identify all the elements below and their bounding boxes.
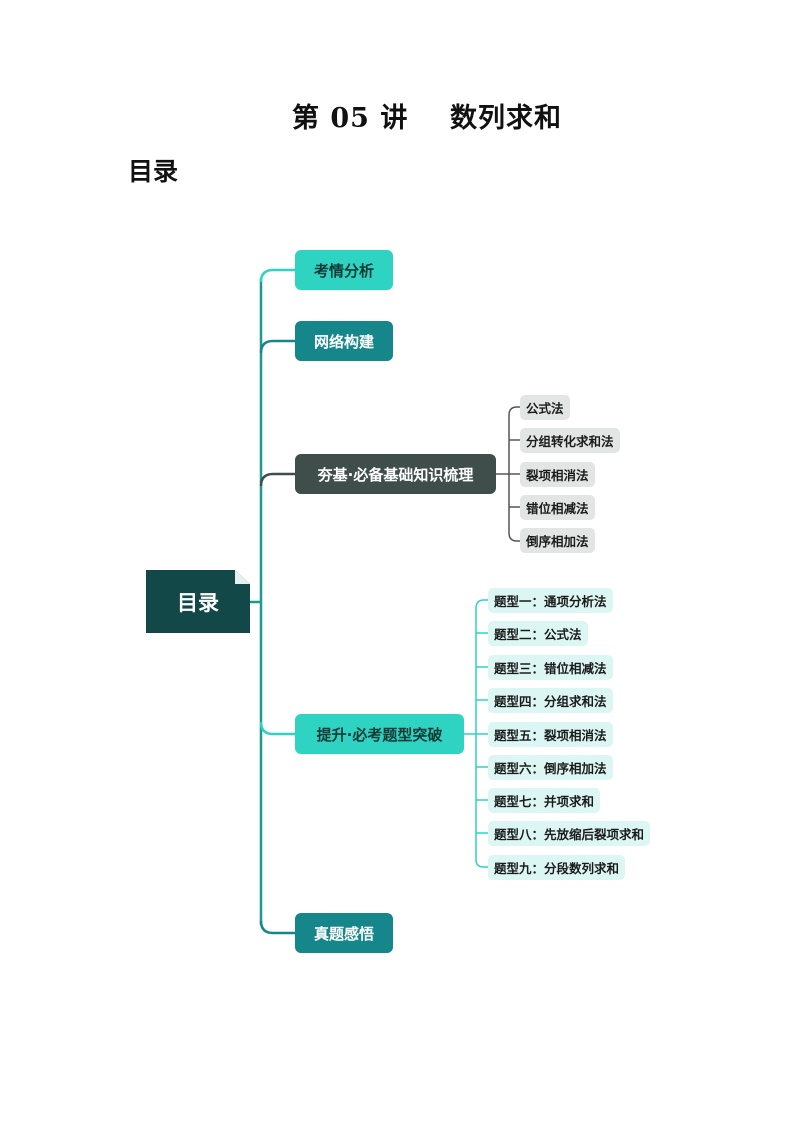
leaf-reverse-addition[interactable]: 倒序相加法 xyxy=(520,528,595,553)
branch-connector-1 xyxy=(259,268,295,283)
leaf-type-7[interactable]: 题型七：并项求和 xyxy=(488,788,601,813)
leaf-type-9[interactable]: 题型九：分段数列求和 xyxy=(488,855,626,880)
branch-connector-5 xyxy=(259,920,295,935)
branch-basic-knowledge[interactable]: 夯基·必备基础知识梳理 xyxy=(295,454,496,494)
branch-problem-types[interactable]: 提升·必考题型突破 xyxy=(295,714,464,754)
branch-exam-analysis[interactable]: 考情分析 xyxy=(295,250,393,290)
branch-connector-3 xyxy=(259,472,295,487)
branch-network-construction[interactable]: 网络构建 xyxy=(295,321,393,361)
branch-connector-4 xyxy=(259,721,295,736)
leaf-formula-method[interactable]: 公式法 xyxy=(520,395,570,420)
leaf-telescoping-method[interactable]: 裂项相消法 xyxy=(520,462,595,487)
branch-connector-2 xyxy=(259,339,295,354)
page-title: 第 05 讲 数列求和 xyxy=(292,103,562,134)
mindmap-root: 目录 xyxy=(146,570,250,633)
leaf-type-1[interactable]: 题型一：通项分析法 xyxy=(488,588,613,613)
group3-leaf-1 xyxy=(508,406,520,416)
leaf-type-3[interactable]: 题型三：错位相减法 xyxy=(488,655,613,680)
group3-leaf-5 xyxy=(508,532,520,542)
group4-leaf-1 xyxy=(475,599,488,609)
leaf-type-2[interactable]: 题型二：公式法 xyxy=(488,621,588,646)
group4-leaf-9 xyxy=(475,859,488,868)
leaf-shifted-subtraction[interactable]: 错位相减法 xyxy=(520,495,595,520)
toc-heading: 目录 xyxy=(128,157,179,186)
leaf-type-8[interactable]: 题型八：先放缩后裂项求和 xyxy=(488,821,651,846)
leaf-type-6[interactable]: 题型六：倒序相加法 xyxy=(488,755,613,780)
branch-real-exam[interactable]: 真题感悟 xyxy=(295,913,393,953)
leaf-type-4[interactable]: 题型四：分组求和法 xyxy=(488,688,613,713)
leaf-grouping-method[interactable]: 分组转化求和法 xyxy=(520,428,620,453)
leaf-type-5[interactable]: 题型五：裂项相消法 xyxy=(488,722,613,747)
